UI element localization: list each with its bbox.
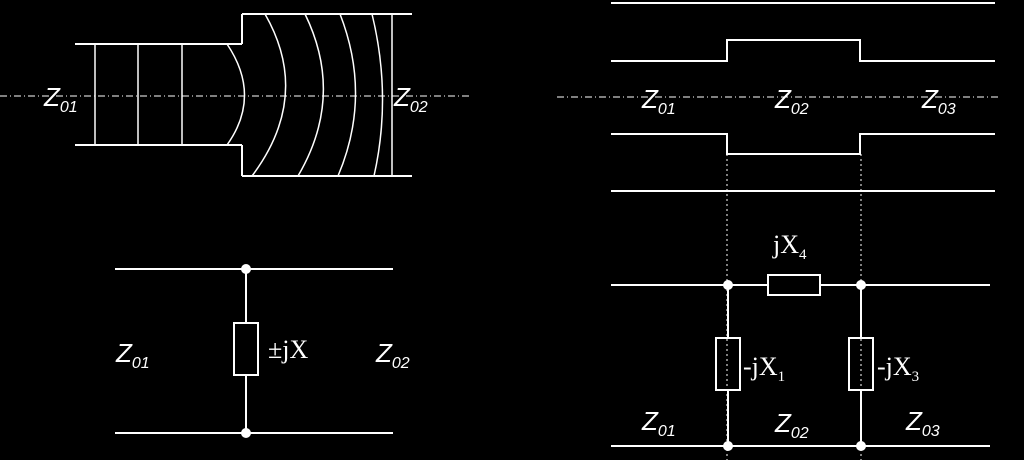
impedance-label-z01: Z01 <box>115 338 150 372</box>
series-reactance-element <box>767 274 821 296</box>
junction-node <box>856 441 866 451</box>
junction-node <box>723 280 733 290</box>
impedance-label-z01: Z01 <box>641 84 676 118</box>
reactance-label: ±jX <box>268 335 308 364</box>
junction-node <box>241 428 251 438</box>
enlarged-section-waveguide-figure: Z01 Z02 Z03 <box>557 2 1000 460</box>
junction-node <box>241 264 251 274</box>
shunt-reactance-element <box>233 322 259 376</box>
field-line-curved <box>251 13 287 177</box>
junction-node <box>723 441 733 451</box>
shunt-right-reactance-label: -jX3 <box>877 352 919 385</box>
impedance-label-z02: Z02 <box>393 82 428 116</box>
shunt-left-reactance-element <box>715 337 741 391</box>
step-waveguide-figure: Z01 Z02 <box>0 13 470 177</box>
junction-node <box>856 280 866 290</box>
impedance-label-z02: Z02 <box>375 338 410 372</box>
shunt-left-reactance-label: -jX1 <box>743 352 785 385</box>
guide-upper-wall <box>611 39 995 62</box>
guide-lower-wall <box>611 133 995 155</box>
impedance-label-z02: Z02 <box>774 408 809 442</box>
impedance-label-z01: Z01 <box>641 406 676 440</box>
field-line-curved <box>337 13 357 177</box>
field-line-curved <box>371 13 384 177</box>
impedance-label-z01: Z01 <box>43 82 78 116</box>
shunt-equivalent-circuit: Z01 ±jX Z02 <box>115 264 410 438</box>
impedance-label-z02: Z02 <box>774 84 809 118</box>
impedance-label-z03: Z03 <box>921 84 956 118</box>
pi-equivalent-circuit: jX4 -jX1 -jX3 Z01 Z02 Z03 <box>611 230 990 451</box>
impedance-label-z03: Z03 <box>905 406 940 440</box>
field-line-curved <box>226 43 246 146</box>
field-line-curved <box>297 13 325 177</box>
series-reactance-label: jX4 <box>772 230 807 263</box>
